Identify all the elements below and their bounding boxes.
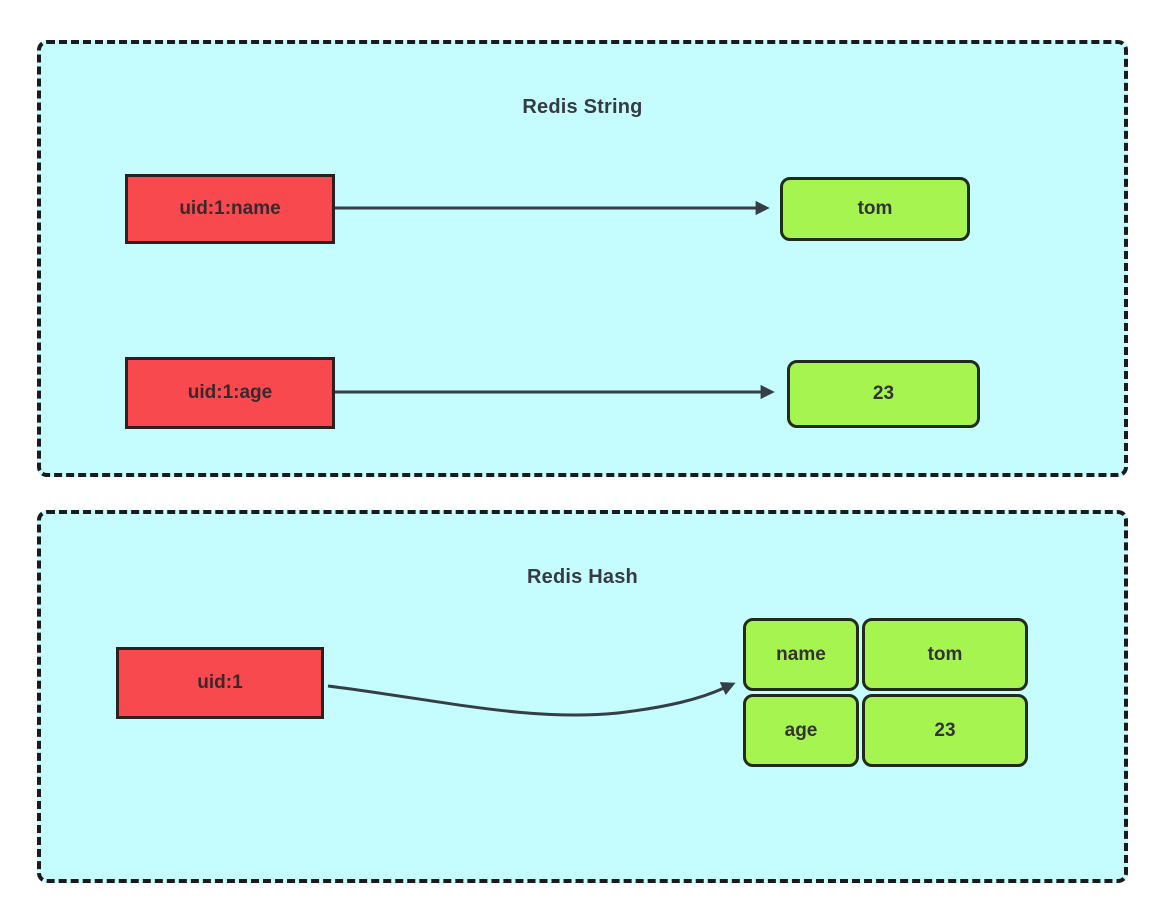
hash-cell-field-name: name [743, 618, 859, 691]
key-node-uid-1: uid:1 [116, 647, 324, 719]
value-node-tom: tom [780, 177, 970, 241]
redis-hash-title: Redis Hash [527, 566, 638, 588]
hash-field-table: name tom age 23 [743, 618, 1028, 767]
hash-cell-value-tom: tom [862, 618, 1028, 691]
value-node-23: 23 [787, 360, 980, 428]
redis-hash-panel: Redis Hash uid:1 name tom age 23 [37, 510, 1128, 883]
redis-string-title: Redis String [522, 96, 643, 118]
key-node-uid-1-name: uid:1:name [125, 174, 335, 244]
hash-cell-value-23: 23 [862, 694, 1028, 767]
hash-cell-field-age: age [743, 694, 859, 767]
key-node-uid-1-age: uid:1:age [125, 357, 335, 429]
redis-string-panel: Redis String uid:1:name tom uid:1:age 23 [37, 40, 1128, 477]
